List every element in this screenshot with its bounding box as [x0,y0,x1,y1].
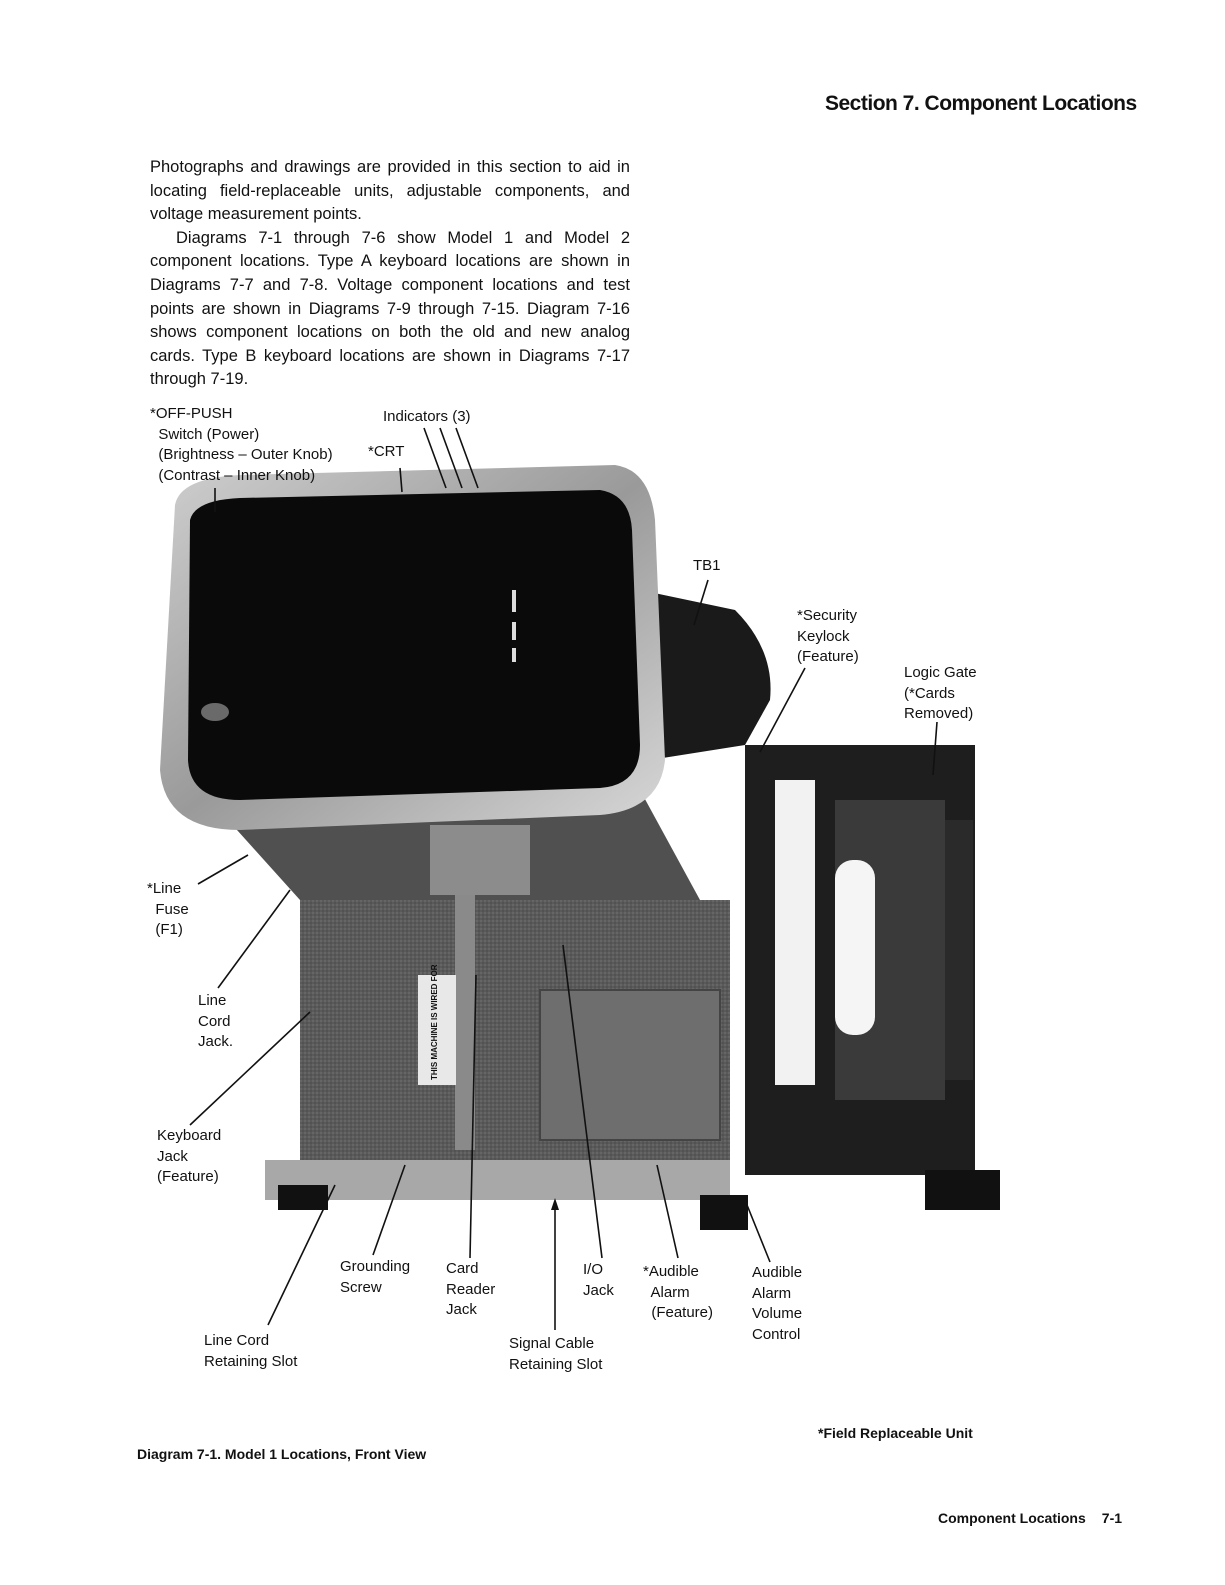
callout-grounding-screw: Grounding Screw [340,1258,411,1296]
callout-tb1: TB1 [693,557,721,574]
chassis-body: THIS MACHINE IS WIRED FOR [210,790,748,1230]
callout-crt: *CRT [368,443,405,460]
fru-footnote: *Field Replaceable Unit [818,1425,973,1441]
callout-audible-alarm-volume: Audible Alarm Volume Control [752,1264,803,1343]
callout-card-reader-jack: Card Reader Jack [446,1260,496,1318]
logic-gate-housing [745,745,1000,1210]
callout-security-keylock: *Security Keylock (Feature) [797,607,859,665]
leader-lines [189,427,938,1330]
callout-audible-alarm-feature: *Audible Alarm (Feature) [643,1263,714,1321]
callout-keyboard-jack: Keyboard Jack (Feature) [157,1127,222,1185]
callout-line-cord-retaining-slot: Line Cord Retaining Slot [204,1332,298,1370]
crt-neck [640,590,771,760]
page-number: 7-1 [1101,1510,1123,1526]
callout-line-cord-jack: Line Cord Jack. [198,992,234,1050]
callout-signal-cable-retaining-slot: Signal Cable Retaining Slot [509,1335,603,1373]
callout-line-fuse: *Line Fuse (F1) [147,880,189,938]
intro-text: Photographs and drawings are provided in… [150,156,630,392]
page-footer: Component Locations 7-1 [938,1510,1122,1526]
callout-off-push-switch: *OFF-PUSH Switch (Power) (Brightness – O… [150,405,333,484]
callout-io-jack: I/O Jack [583,1261,614,1299]
wiring-label: THIS MACHINE IS WIRED FOR [430,964,439,1080]
callout-indicators: Indicators (3) [383,408,471,425]
intro-paragraph-2: Diagrams 7-1 through 7-6 show Model 1 an… [150,228,630,389]
crt-display [160,465,665,830]
figure-caption: Diagram 7-1. Model 1 Locations, Front Vi… [137,1446,427,1462]
callout-logic-gate: Logic Gate (*Cards Removed) [904,664,977,722]
intro-paragraph-1: Photographs and drawings are provided in… [150,158,630,224]
section-title: Section 7. Component Locations [825,92,1137,115]
footer-section: Component Locations [938,1510,1086,1526]
